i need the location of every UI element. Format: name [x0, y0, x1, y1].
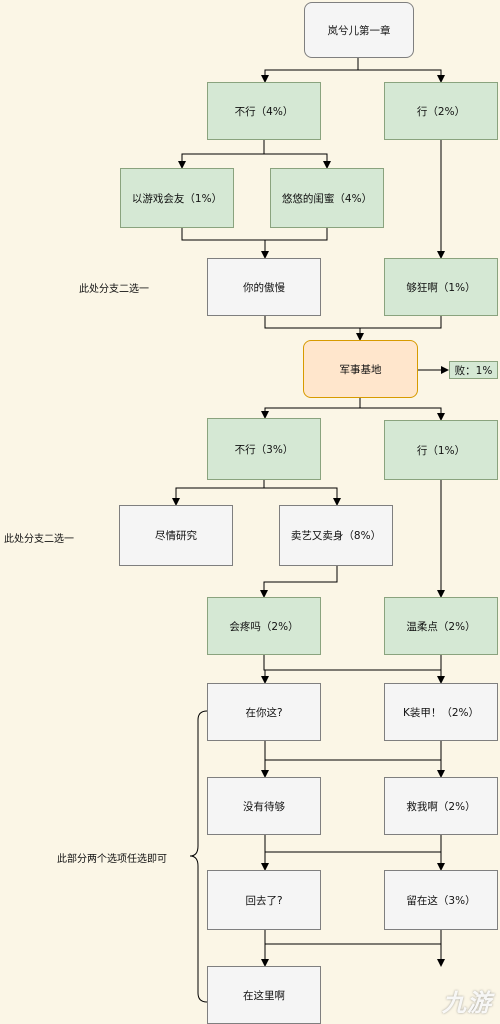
- connector: [265, 655, 442, 671]
- node-right-here: 在这里啊: [207, 966, 321, 1024]
- node-defeat: 败：1%: [449, 361, 498, 379]
- node-yes-1: 行（1%）: [384, 420, 498, 480]
- connector: [360, 316, 442, 329]
- connector: [261, 398, 361, 419]
- connector: [178, 140, 265, 169]
- node-start: 岚兮儿第一章: [304, 2, 414, 58]
- connector: [264, 316, 364, 341]
- node-stay-here: 留在这（3%）: [384, 870, 498, 930]
- node-game-friends: 以游戏会友（1%）: [120, 168, 234, 228]
- connector: [172, 480, 265, 506]
- connector: [265, 835, 442, 853]
- node-crazy-enough: 够狂啊（1%）: [384, 258, 498, 316]
- node-military-base: 军事基地: [303, 340, 418, 398]
- node-yes-2: 行（2%）: [384, 82, 498, 140]
- connector: [265, 741, 442, 761]
- node-no-4: 不行（4%）: [207, 82, 321, 140]
- connector: [261, 655, 269, 684]
- connector: [264, 153, 331, 169]
- note-either-option: 此部分两个选项任选即可: [57, 854, 167, 865]
- note-choose-one-2: 此处分支二选一: [4, 534, 74, 545]
- node-not-enough: 没有待够: [207, 777, 321, 835]
- node-save-me: 救我啊（2%）: [384, 777, 498, 835]
- connector: [181, 228, 269, 259]
- node-going-back: 回去了?: [207, 870, 321, 930]
- connector: [360, 407, 445, 421]
- connector: [265, 228, 328, 241]
- connector: [358, 69, 445, 83]
- note-choose-one-1: 此处分支二选一: [79, 284, 149, 295]
- node-your-arrogance: 你的傲慢: [207, 258, 321, 316]
- node-will-hurt: 会疼吗（2%）: [207, 597, 321, 655]
- connector: [260, 566, 338, 598]
- node-leisurely-bestie: 悠悠的闺蜜（4%）: [270, 168, 384, 228]
- node-gentle: 温柔点（2%）: [384, 597, 498, 655]
- node-at-yours: 在你这?: [207, 683, 321, 741]
- connector: [265, 930, 442, 945]
- watermark-logo: 九游: [442, 989, 492, 1017]
- node-research: 尽情研究: [119, 505, 233, 566]
- connector: [261, 58, 359, 83]
- node-sell-art: 卖艺又卖身（8%）: [279, 505, 393, 566]
- left-brace: [189, 710, 208, 1003]
- node-k-armor: K装甲！（2%）: [384, 683, 498, 741]
- connector: [264, 487, 341, 506]
- node-no-3: 不行（3%）: [207, 418, 321, 480]
